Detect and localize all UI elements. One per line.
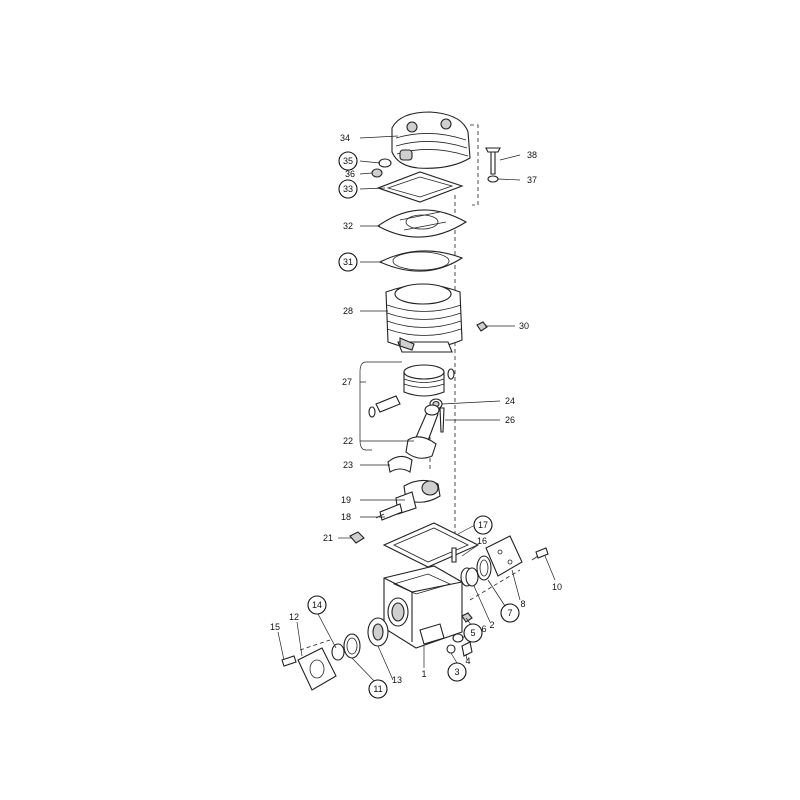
part-37-38-bolt-and-washer: [485, 147, 501, 183]
callout-2: 2: [489, 620, 494, 630]
callout-4: 4: [465, 656, 470, 666]
part-28-cylinder: [385, 283, 463, 353]
callout-19: 19: [341, 495, 351, 505]
callout-21: 21: [323, 533, 333, 543]
part-32-valve-plate: [376, 209, 468, 238]
callout-6: 6: [481, 624, 486, 634]
part-8-side-cover: [485, 535, 523, 577]
callout-1: 1: [421, 669, 426, 679]
part-31-gasket: [378, 250, 464, 272]
part-16-stud: [451, 547, 457, 563]
callout-22: 22: [343, 436, 353, 446]
callout-3: 3: [454, 667, 459, 677]
callout-13: 13: [392, 675, 402, 685]
part-17-gasket: [382, 522, 480, 568]
callout-8: 8: [520, 599, 525, 609]
part-1-crankcase: [383, 565, 463, 649]
callout-7: 7: [507, 608, 512, 618]
callout-37: 37: [527, 175, 537, 185]
callout-labels: 34 35 36 33 32 31 28 30 27 24 26 22 23 1…: [270, 133, 562, 694]
callout-18: 18: [341, 512, 351, 522]
callout-35: 35: [343, 156, 353, 166]
part-23-bearing-shell: [387, 455, 413, 473]
callout-10: 10: [552, 582, 562, 592]
part-35-36-plug-and-washer: [371, 158, 392, 178]
callout-23: 23: [343, 460, 353, 470]
part-30-nut: [476, 321, 488, 332]
part-22-connecting-rod: [405, 404, 440, 459]
part-3-6-fittings: [446, 612, 473, 657]
callout-circles: [307, 151, 520, 699]
part-10-screw: [531, 547, 549, 561]
callout-17: 17: [478, 520, 488, 530]
part-21-nut: [349, 531, 365, 544]
part-33-gasket: [376, 171, 464, 203]
part-7-o-ring: [476, 555, 492, 581]
callout-27: 27: [342, 377, 352, 387]
callout-28: 28: [343, 306, 353, 316]
callout-26: 26: [505, 415, 515, 425]
part-26-bolt: [439, 407, 445, 433]
callout-34: 34: [340, 133, 350, 143]
part-2-bushing: [460, 567, 479, 587]
part-12-cover-plate: [297, 647, 337, 691]
callout-11: 11: [373, 684, 382, 694]
part-15-screw: [281, 655, 297, 667]
callout-31: 31: [343, 257, 353, 267]
callout-33: 33: [343, 184, 353, 194]
part-11-ring: [343, 633, 361, 659]
callout-15: 15: [270, 622, 280, 632]
callout-36: 36: [345, 169, 355, 179]
callout-5: 5: [470, 628, 475, 638]
part-13-ball-bearing: [367, 617, 389, 647]
callout-32: 32: [343, 221, 353, 231]
callout-14: 14: [312, 600, 322, 610]
callout-38: 38: [527, 150, 537, 160]
callout-16: 16: [477, 536, 487, 546]
part-27-piston: [368, 364, 455, 418]
callout-12: 12: [289, 612, 299, 622]
part-14-seal: [331, 643, 345, 661]
callout-30: 30: [519, 321, 529, 331]
callout-24: 24: [505, 396, 515, 406]
part-34-cylinder-head: [391, 111, 471, 169]
